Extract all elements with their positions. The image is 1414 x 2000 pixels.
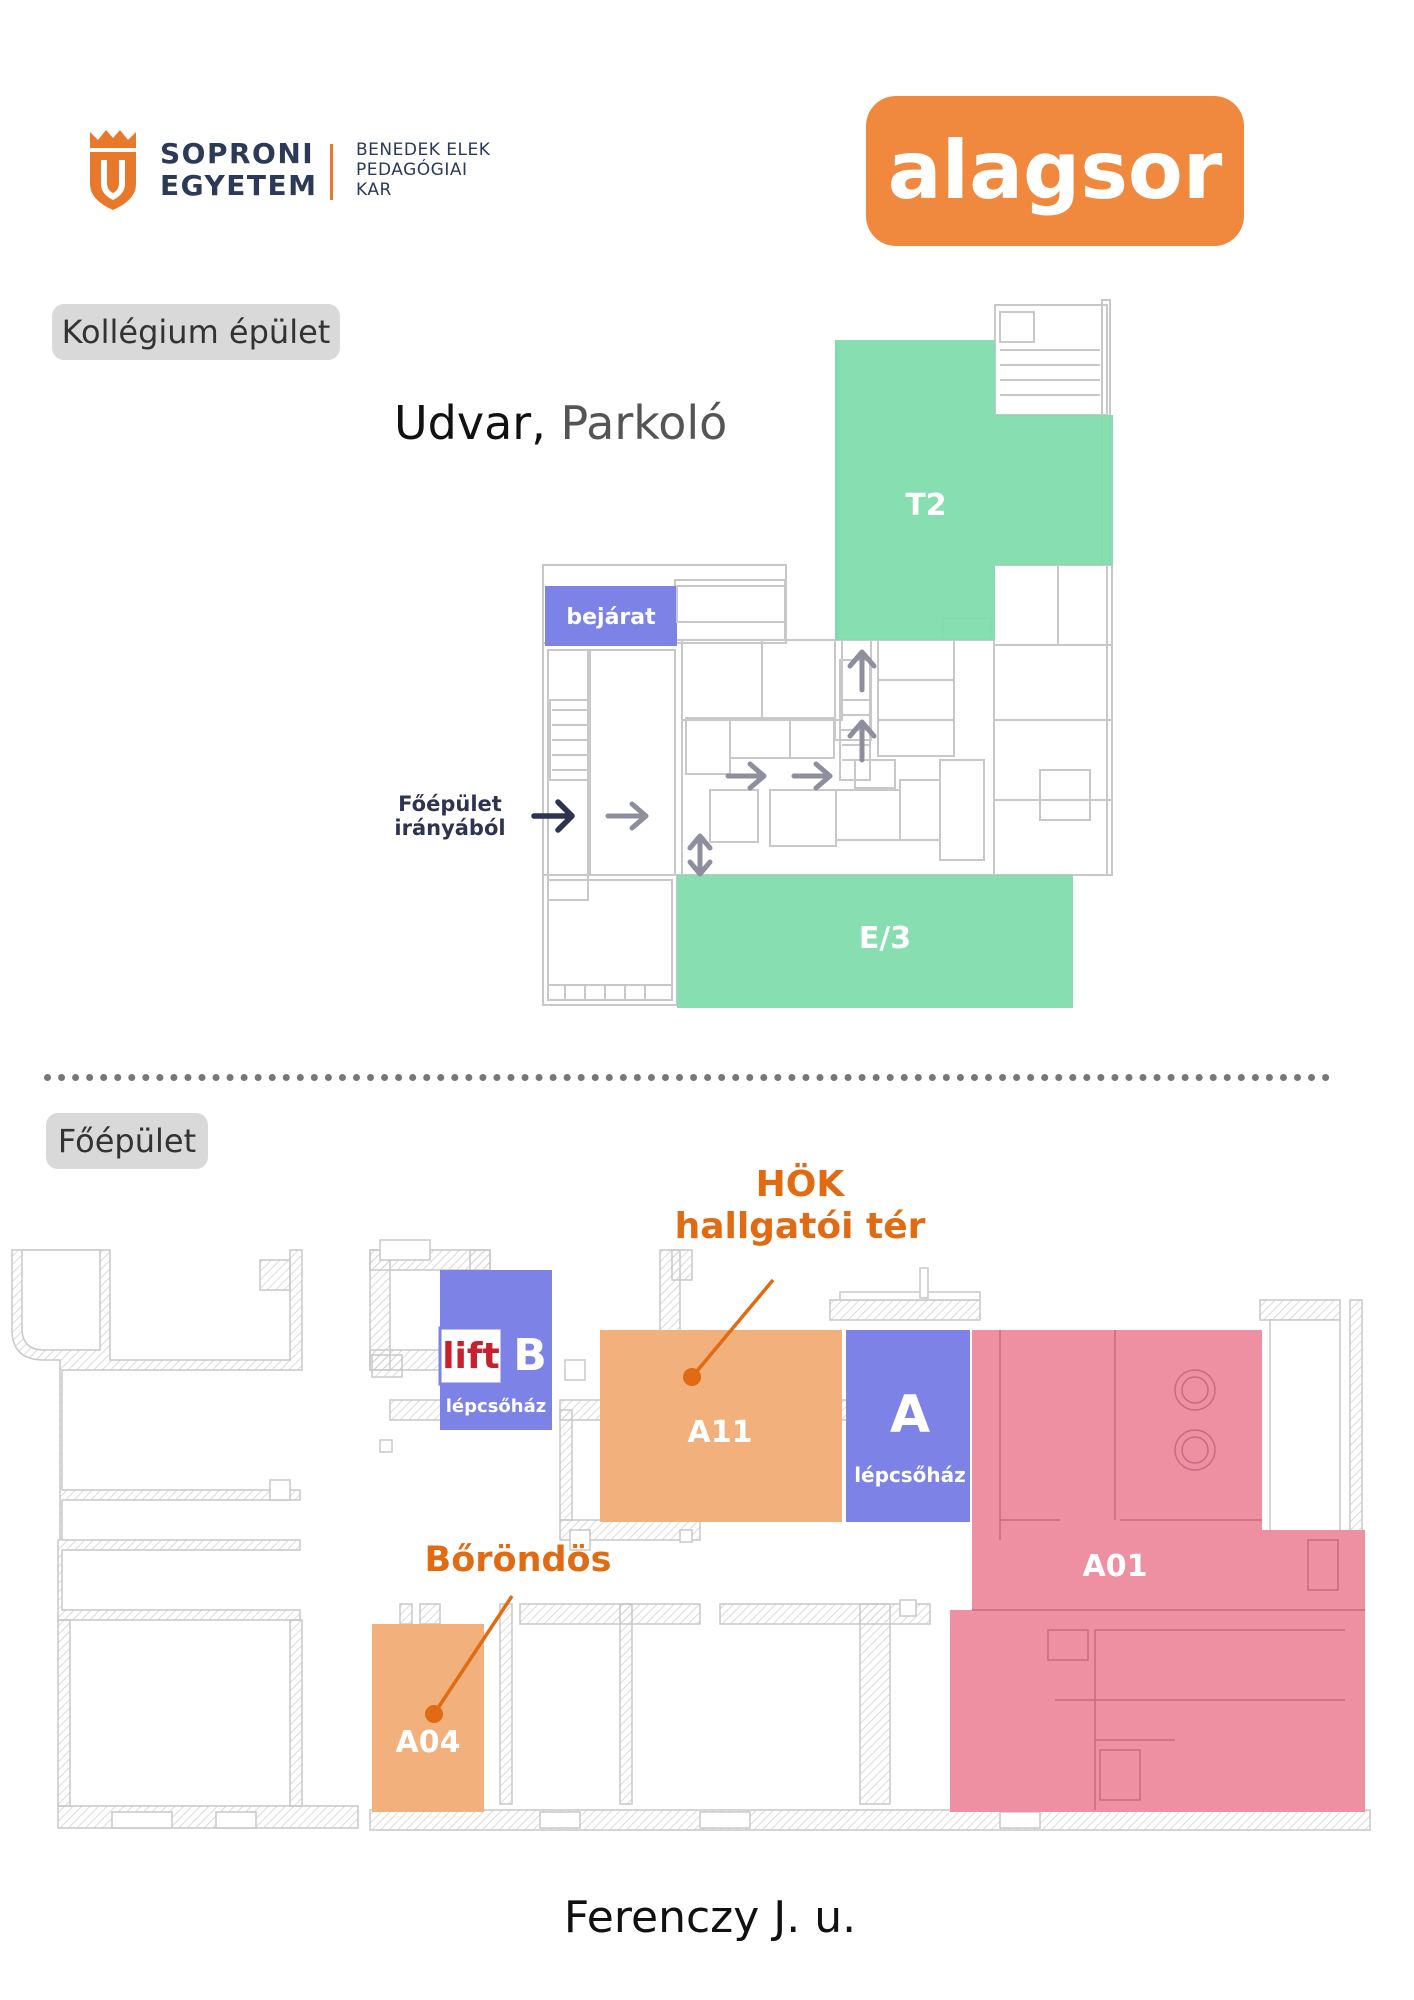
room-t2-left[interactable]: [835, 340, 839, 640]
callout-hok: HÖK hallgatói tér: [660, 1164, 940, 1248]
section-tag-foepulet: Főépület: [46, 1113, 208, 1169]
section-tag-kollegium: Kollégium épület: [52, 304, 340, 360]
room-a04-label: A04: [396, 1725, 461, 1760]
callout-borondos: Bőröndös: [424, 1540, 612, 1580]
room-t2[interactable]: [835, 340, 995, 640]
room-a01[interactable]: [950, 1330, 1365, 1812]
lift-box[interactable]: [438, 1326, 504, 1386]
room-t2-ext[interactable]: [995, 415, 1113, 565]
room-e3-label: E/3: [859, 921, 911, 956]
arrival-arrow: [531, 799, 575, 833]
room-a01-label: A01: [1083, 1549, 1148, 1584]
room-a11[interactable]: [600, 1330, 842, 1522]
foepulet-walls: [11, 1239, 1371, 1831]
room-t2-label: T2: [905, 488, 946, 523]
university-logo: SOPRONI EGYETEM BENEDEK ELEK PEDAGÓGIAI …: [86, 128, 506, 212]
kollegium-floor-plan: T2 E/3 bejárat: [531, 299, 1113, 1008]
faculty-line3: KAR: [356, 180, 392, 200]
section-divider: [44, 1074, 1330, 1081]
faculty-line2: PEDAGÓGIAI: [356, 160, 468, 180]
arrival-direction-label: Főépület irányából: [380, 792, 520, 840]
entrance-block[interactable]: [545, 586, 677, 646]
arrival-line1: Főépület: [398, 792, 502, 816]
stair-b-letter: B: [513, 1330, 547, 1381]
stair-a-letter: A: [890, 1385, 930, 1445]
arrival-line2: irányából: [394, 816, 506, 840]
a01-interior-walls: [972, 1330, 1365, 1810]
callout-hok-line1: HÖK: [755, 1164, 845, 1205]
logo-divider: [330, 144, 333, 200]
lift-label: lift: [442, 1336, 500, 1377]
logo-text-line2: EGYETEM: [160, 169, 318, 202]
logo-text-line1: SOPRONI: [160, 137, 315, 170]
floor-badge: alagsor: [866, 96, 1244, 246]
callout-borondos-pointer: [425, 1595, 514, 1723]
route-arrows: [605, 649, 877, 877]
callout-hok-line2: hallgatói tér: [674, 1206, 926, 1247]
street-label: Ferenczy J. u.: [563, 1892, 857, 1943]
stair-a-block[interactable]: [846, 1330, 970, 1522]
shield-logo-icon: [90, 130, 136, 210]
stair-a-label: lépcsőház: [854, 1463, 966, 1487]
room-e3[interactable]: [677, 875, 1073, 1008]
stair-b-label: lépcsőház: [446, 1396, 546, 1417]
callout-hok-pointer: [683, 1278, 775, 1386]
outside-area-label: Udvar, Parkoló: [394, 396, 727, 450]
label-separator: ,: [531, 396, 546, 450]
courtyard-label: Udvar: [394, 396, 532, 450]
room-a11-label: A11: [688, 1415, 753, 1450]
faculty-line1: BENEDEK ELEK: [356, 140, 491, 160]
foepulet-floor-plan: lift B lépcsőház A11 A lépcsőház A01 A04: [11, 1239, 1371, 1831]
parking-label: Parkoló: [560, 396, 728, 450]
entrance-label: bejárat: [566, 605, 656, 630]
